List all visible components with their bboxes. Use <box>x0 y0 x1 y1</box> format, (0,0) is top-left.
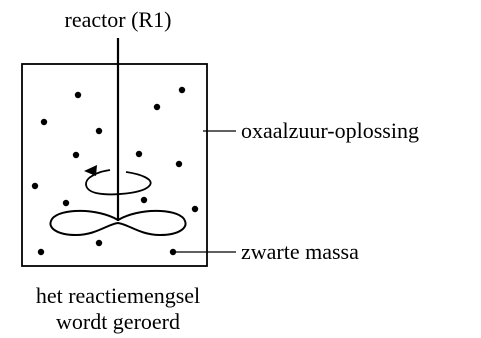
particle <box>40 118 48 126</box>
particle <box>74 91 82 99</box>
particle <box>191 205 199 213</box>
particle <box>178 86 186 94</box>
reactor-label: reactor (R1) <box>65 7 172 32</box>
caption-line-1: het reactiemengsel <box>36 283 200 308</box>
particle <box>72 151 80 159</box>
particle <box>169 248 177 256</box>
reactor-vessel <box>21 63 208 267</box>
particle <box>175 160 183 168</box>
particle <box>62 199 70 207</box>
particle <box>95 239 103 247</box>
particles <box>31 86 199 256</box>
particle <box>37 248 45 256</box>
black-mass-label: zwarte massa <box>241 239 359 264</box>
stirrer-blade-icon <box>49 209 187 237</box>
particle <box>95 127 103 135</box>
particle <box>140 196 148 204</box>
particle <box>153 103 161 111</box>
solution-label: oxaalzuur-oplossing <box>241 118 419 143</box>
particle <box>31 182 39 190</box>
particle <box>135 150 143 158</box>
caption-line-2: wordt geroerd <box>56 309 180 334</box>
rotation-arrow-icon <box>84 165 152 196</box>
